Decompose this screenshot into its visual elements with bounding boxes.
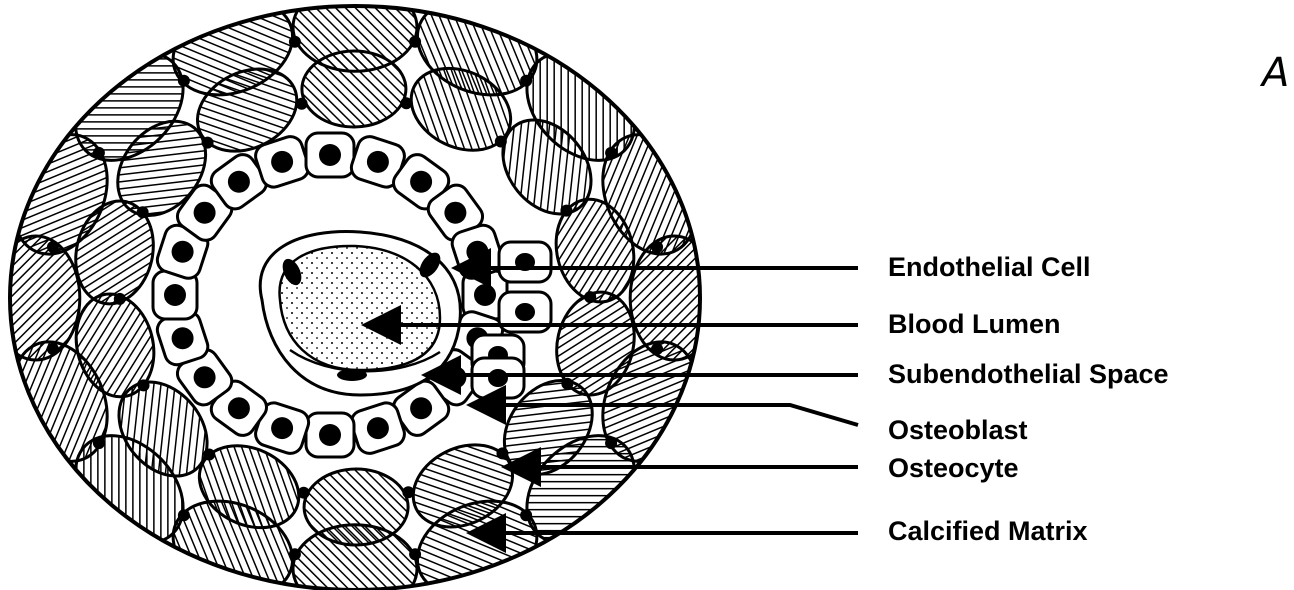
label-blood-lumen: Blood Lumen (888, 311, 1060, 338)
label-calcified-matrix: Calcified Matrix (888, 518, 1088, 545)
osteoblast (306, 133, 354, 177)
label-endothelial-cell: Endothelial Cell (888, 254, 1091, 281)
osteoblast (499, 242, 551, 282)
panel-letter: A (1262, 50, 1289, 96)
endothelial-nucleus (337, 369, 367, 381)
label-osteoblast: Osteoblast (888, 417, 1028, 444)
calcified-matrix-lamella (304, 469, 408, 545)
label-osteocyte: Osteocyte (888, 455, 1019, 482)
osteocyte (584, 291, 596, 303)
osteoblast (306, 413, 354, 457)
label-subendothelial-space: Subendothelial Space (888, 361, 1169, 388)
osteoblast (472, 358, 524, 398)
osteocyte (651, 241, 663, 253)
calcified-matrix-lamella (630, 236, 718, 360)
calcified-matrix-lamella (302, 51, 406, 127)
